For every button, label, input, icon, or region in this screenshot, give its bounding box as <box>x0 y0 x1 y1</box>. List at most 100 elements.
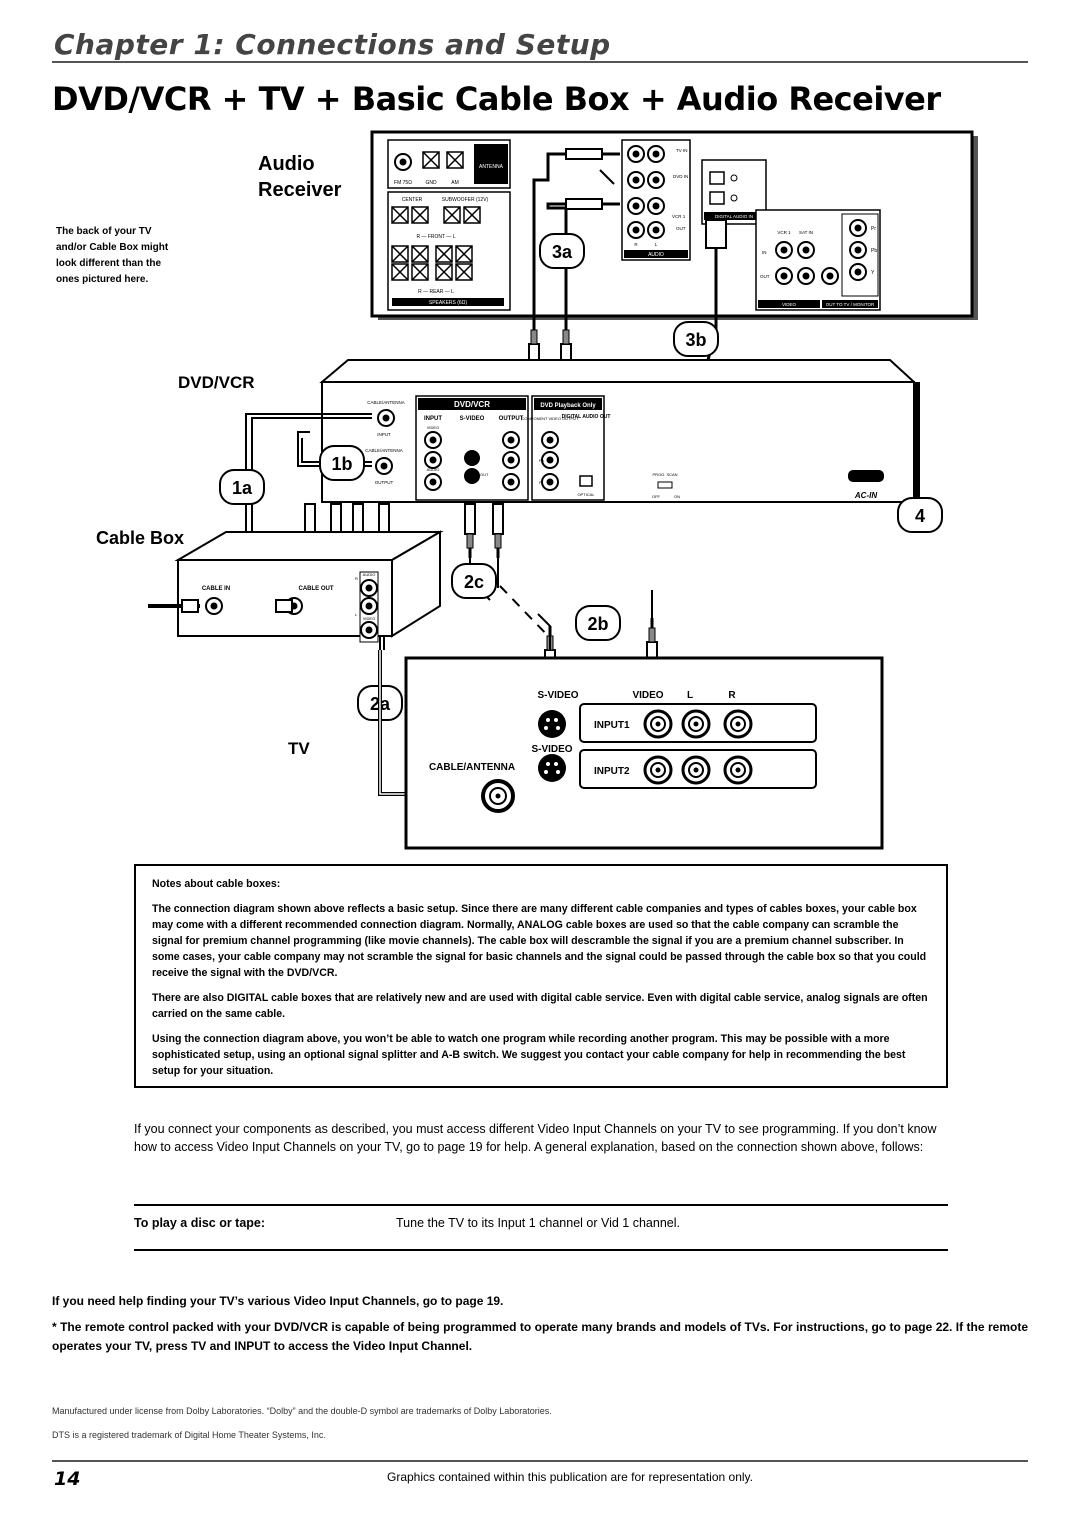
back-of-tv-note: The back of your TV and/or Cable Box mig… <box>56 226 169 285</box>
tv-l-label: L <box>687 690 693 701</box>
video-label: VIDEO <box>782 302 797 307</box>
note-line-3: look different than the <box>56 258 161 269</box>
front-label: R — FRONT — L <box>416 234 455 240</box>
am-label: AM <box>451 180 459 186</box>
step-2c-label: 2c <box>464 572 484 592</box>
notes-heading: Notes about cable boxes: <box>152 878 281 890</box>
step-1b-badge: 1b <box>319 445 365 481</box>
graphics-disclaimer: Graphics contained within this publicati… <box>387 1470 753 1484</box>
in-label: IN <box>762 250 767 255</box>
notes-paragraph-3: Using the connection diagram above, you … <box>152 1033 906 1077</box>
audio-receiver-panel: ANTENNA FM 75Ω GND AM CENTER SUBWOOFER (… <box>370 130 978 320</box>
speakers-label: SPEAKERS (6Ω) <box>429 300 468 306</box>
dvdvcr-label: DVD/VCR <box>178 373 255 392</box>
dolby-trademark: Manufactured under license from Dolby La… <box>52 1406 552 1416</box>
tv-video-label: VIDEO <box>632 690 663 701</box>
vcr1-top-label: VCR 1 <box>777 230 791 235</box>
output-small-label: OUTPUT <box>375 480 394 485</box>
cable-out-label: CABLE OUT <box>299 586 334 592</box>
page-number: 14 <box>54 1468 81 1490</box>
page-title: DVD/VCR + TV + Basic Cable Box + Audio R… <box>52 80 941 118</box>
audio-label: AUDIO <box>648 252 664 258</box>
tv-cable-antenna-label: CABLE/ANTENNA <box>429 762 515 773</box>
prog-scan-off: OFF <box>652 494 661 499</box>
sat-in-label: SAT IN <box>799 230 813 235</box>
cable-box-notes: Notes about cable boxes: The connection … <box>134 864 948 1088</box>
footer-divider <box>52 1460 1028 1462</box>
input2-label: INPUT2 <box>594 766 630 777</box>
table-row-label: To play a disc or tape: <box>134 1216 266 1230</box>
dts-trademark: DTS is a registered trademark of Digital… <box>52 1430 326 1440</box>
cb-l-label: L <box>355 612 358 617</box>
notes-paragraph-2: There are also DIGITAL cable boxes that … <box>152 992 928 1020</box>
dvd-in-label: DVD IN <box>673 174 688 179</box>
output-label: OUTPUT <box>499 416 524 422</box>
digital-audio-in-label: DIGITAL AUDIO IN <box>715 214 753 219</box>
fm75-label: FM 75Ω <box>394 180 412 186</box>
vcr1-label: VCR 1 <box>672 214 686 219</box>
antenna-label: ANTENNA <box>479 164 504 170</box>
component-y-label: Y <box>541 438 544 443</box>
help-line: If you need help finding your TV’s vario… <box>52 1294 504 1308</box>
step-2b-label: 2b <box>587 614 608 634</box>
input1-label: INPUT1 <box>594 720 630 731</box>
audio-receiver-label-2: Receiver <box>258 179 342 201</box>
svideo-label: S-VIDEO <box>460 416 485 422</box>
component-video-label: COMPONENT VIDEO OUTPUT <box>521 416 579 421</box>
intro-paragraph: If you connect your components as descri… <box>134 1122 937 1154</box>
step-1a-badge: 1a <box>219 469 265 505</box>
y-label: Y <box>871 270 875 276</box>
cable-in-label: CABLE IN <box>202 586 230 592</box>
pr-label: Pr <box>871 226 876 232</box>
tv-svideo-2-label: S-VIDEO <box>531 744 572 755</box>
input-small-label: INPUT <box>377 432 391 437</box>
chapter-heading: Chapter 1: Connections and Setup <box>54 28 611 61</box>
input-audio-label: AUDIO <box>427 467 440 472</box>
step-2c-badge: 2c <box>451 563 497 599</box>
step-3a-badge: 3a <box>539 233 585 269</box>
out-label: OUT <box>676 226 686 231</box>
r-label: R <box>634 242 638 247</box>
input-label: INPUT <box>424 416 442 422</box>
step-3b-badge: 3b <box>673 321 719 357</box>
step-3a-label: 3a <box>552 242 573 262</box>
tv-label: TV <box>288 739 310 758</box>
step-4-badge: 4 <box>897 497 943 533</box>
cable-antenna-in-label: CABLE/ANTENNA <box>367 400 405 405</box>
connection-diagram: Audio Receiver The back of your TV and/o… <box>56 130 978 850</box>
svideo-out-label: OUT <box>480 472 489 477</box>
center-label: CENTER <box>402 197 423 203</box>
step-1a-label: 1a <box>232 478 253 498</box>
step-2b-badge: 2b <box>575 605 621 641</box>
prog-scan-on: ON <box>674 494 680 499</box>
tv-panel: S-VIDEO VIDEO L R INPUT1 S-VIDEO CABLE/A… <box>404 656 884 850</box>
table-top-rule <box>134 1204 948 1206</box>
step-3b-label: 3b <box>685 330 706 350</box>
digital-audio-out-label: DIGITAL AUDIO OUT <box>562 414 611 420</box>
input-video-label: VIDEO <box>427 425 439 430</box>
rear-label: R — REAR — L <box>418 289 454 295</box>
step-1b-label: 1b <box>331 454 352 474</box>
gnd-label: GND <box>425 180 437 186</box>
tv-in-label: TV IN <box>676 148 688 153</box>
pb-label: Pb <box>871 248 877 254</box>
note-line-2: and/or Cable Box might <box>56 242 169 253</box>
component-pr-label: Pr <box>539 480 544 485</box>
note-line-4: ones pictured here. <box>56 274 148 285</box>
ac-in-label: AC-IN <box>854 491 877 500</box>
note-line-1: The back of your TV <box>56 226 152 237</box>
notes-paragraph-1: The connection diagram shown above refle… <box>152 903 927 979</box>
tv-r-label: R <box>728 690 736 701</box>
chapter-divider <box>52 61 1028 63</box>
audio-receiver-label-1: Audio <box>258 153 315 175</box>
l-label: L <box>655 242 658 247</box>
remote-note: * The remote control packed with your DV… <box>52 1320 1028 1353</box>
cable-box-unit: CABLE IN CABLE OUT AUDIO R L VIDEO <box>174 530 444 643</box>
tv-svideo-1-label: S-VIDEO <box>537 690 578 701</box>
component-pb-label: Pb <box>539 458 545 463</box>
subwoofer-label: SUBWOOFER (12V) <box>442 197 489 203</box>
table-row-value: Tune the TV to its Input 1 channel or Vi… <box>396 1216 680 1230</box>
table-bottom-rule <box>134 1249 948 1251</box>
prog-scan-label: PROG. SCAN <box>652 472 677 477</box>
dvd-playback-label: DVD Playback Only <box>540 403 596 409</box>
